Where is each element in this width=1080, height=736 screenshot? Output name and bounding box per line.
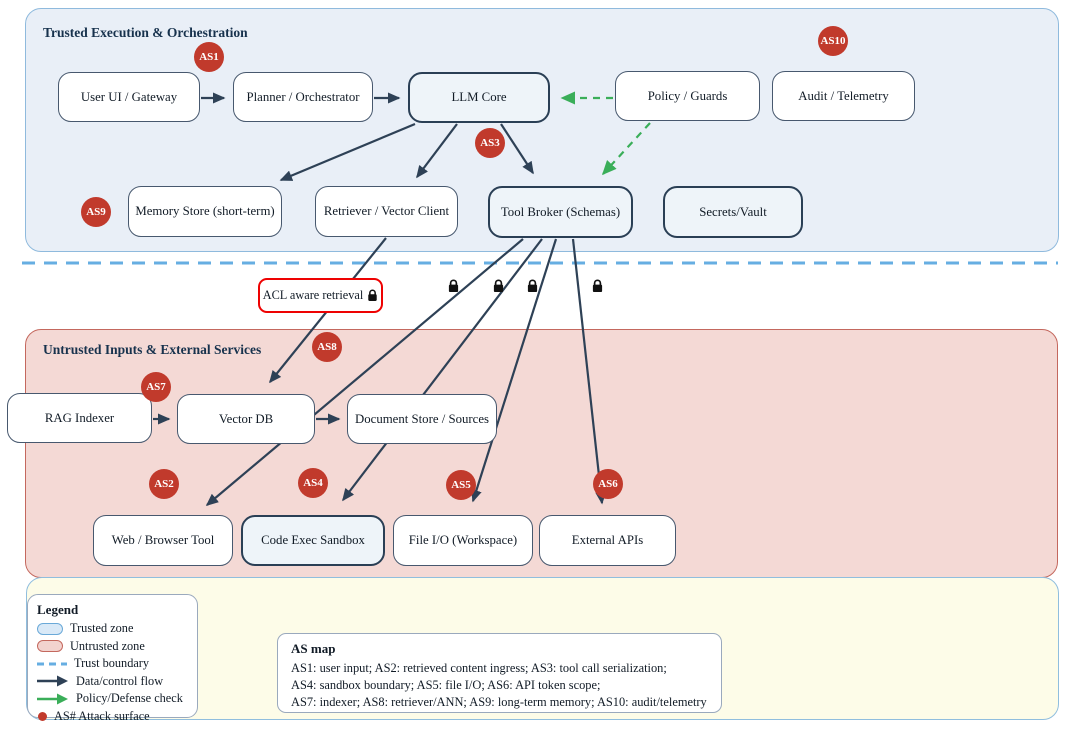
as-map-line: AS4: sandbox boundary; AS5: file I/O; AS…: [291, 678, 601, 693]
node-audit-telemetry: Audit / Telemetry: [772, 71, 915, 121]
untrusted-zone-title: Untrusted Inputs & External Services: [43, 342, 262, 357]
legend-item-trust-boundary: Trust boundary: [37, 655, 188, 673]
node-user-ui-gateway: User UI / Gateway: [58, 72, 200, 122]
node-file-io-workspace: File I/O (Workspace): [393, 515, 533, 566]
node-web-browser-tool: Web / Browser Tool: [93, 515, 233, 566]
node-policy-guards: Policy / Guards: [615, 71, 760, 121]
badge-as10: AS10: [818, 26, 848, 56]
policy-check-arrow-swatch: [37, 693, 68, 705]
badge-as7: AS7: [141, 372, 171, 402]
node-retriever-vector-client: Retriever / Vector Client: [315, 186, 458, 237]
badge-as8: AS8: [312, 332, 342, 362]
lock-icon: [368, 289, 378, 301]
node-llm-core: LLM Core: [408, 72, 550, 123]
legend-item-trusted-zone: Trusted zone: [37, 620, 188, 638]
as-map-title: AS map: [291, 641, 336, 656]
legend-item-attack-surface: AS# Attack surface: [37, 708, 188, 726]
node-tool-broker: Tool Broker (Schemas): [488, 186, 633, 238]
data-flow-arrow-swatch: [37, 675, 68, 687]
lock-icon: [527, 279, 538, 292]
node-rag-indexer: RAG Indexer: [7, 393, 152, 443]
legend: Legend Trusted zone Untrusted zone Trust…: [27, 594, 198, 723]
lock-icon: [493, 279, 504, 292]
as-map-line: AS1: user input; AS2: retrieved content …: [291, 661, 667, 675]
node-secrets-vault: Secrets/Vault: [663, 186, 803, 238]
legend-item-data-flow: Data/control flow: [37, 673, 188, 691]
lock-icon: [592, 279, 603, 292]
node-planner-orchestrator: Planner / Orchestrator: [233, 72, 373, 122]
trusted-zone-swatch: [37, 622, 63, 635]
badge-as1: AS1: [194, 42, 224, 72]
trust-boundary-swatch: [37, 662, 67, 666]
node-memory-store: Memory Store (short-term): [128, 186, 282, 237]
badge-as2: AS2: [149, 469, 179, 499]
legend-item-policy-check: Policy/Defense check: [37, 690, 188, 708]
badge-as5: AS5: [446, 470, 476, 500]
badge-as6: AS6: [593, 469, 623, 499]
acl-aware-retrieval-label: ACL aware retrieval: [258, 278, 383, 313]
legend-title: Legend: [37, 602, 79, 617]
as-map: AS map AS1: user input; AS2: retrieved c…: [277, 633, 722, 713]
node-code-exec-sandbox: Code Exec Sandbox: [241, 515, 385, 566]
legend-item-untrusted-zone: Untrusted zone: [37, 638, 188, 656]
lock-icon: [448, 279, 459, 292]
as-map-line: AS7: indexer; AS8: retriever/ANN; AS9: l…: [291, 695, 707, 710]
node-document-store: Document Store / Sources: [347, 394, 497, 444]
trusted-zone-title: Trusted Execution & Orchestration: [43, 25, 248, 40]
badge-as4: AS4: [298, 468, 328, 498]
badge-as3: AS3: [475, 128, 505, 158]
badge-as9: AS9: [81, 197, 111, 227]
untrusted-zone-swatch: [37, 640, 63, 653]
node-vector-db: Vector DB: [177, 394, 315, 444]
attack-surface-dot: [38, 711, 47, 721]
node-external-apis: External APIs: [539, 515, 676, 566]
